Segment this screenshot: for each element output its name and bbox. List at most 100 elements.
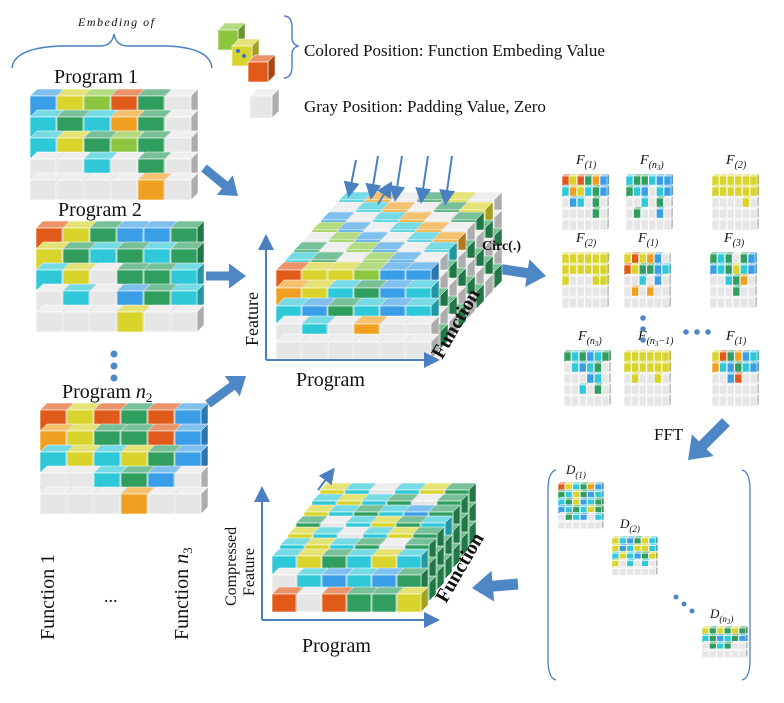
arrow-fft bbox=[688, 418, 730, 460]
f-matrix bbox=[711, 173, 760, 231]
embeding-brace bbox=[11, 33, 213, 69]
top-arrow bbox=[365, 155, 382, 200]
flow-arrows bbox=[201, 164, 730, 602]
compressed-feature-label: Feature bbox=[241, 548, 258, 596]
f-matrix bbox=[561, 251, 610, 309]
legend bbox=[217, 22, 280, 119]
d-block-cell bbox=[648, 565, 659, 577]
d-block-cell bbox=[648, 550, 659, 561]
f-matrix-cell bbox=[661, 382, 672, 396]
legend-dot bbox=[236, 49, 240, 53]
f-matrix-cell bbox=[586, 393, 597, 407]
embeding-of-label: Embeding of bbox=[77, 15, 156, 29]
program-n2-label: Program n2 bbox=[62, 381, 152, 405]
f-matrix-cell bbox=[661, 393, 672, 407]
f-matrix bbox=[623, 251, 672, 309]
f-matrix-cell bbox=[661, 284, 672, 298]
f-matrix bbox=[711, 349, 760, 407]
d-block-label: D(n3) bbox=[709, 606, 733, 626]
f-matrix-cell bbox=[749, 371, 760, 385]
f-matrix-cell bbox=[661, 371, 672, 385]
f-matrix-cell bbox=[601, 349, 612, 363]
f-matrix-cell bbox=[749, 206, 760, 220]
d-block-label: D(1) bbox=[565, 462, 586, 480]
f-matrix-cell bbox=[661, 251, 672, 265]
arrow-to-compressed bbox=[472, 570, 519, 602]
f-matrices: F(1)F(n3)F(2)F(2)F(1)F(3)F(n3)F(n3−1)F(1… bbox=[561, 153, 760, 407]
d-block-cell bbox=[594, 481, 605, 492]
top-arrow bbox=[389, 155, 406, 202]
program-1-cell bbox=[164, 172, 199, 201]
f-matrix-cell bbox=[599, 217, 610, 231]
program-axis-label: Program bbox=[296, 369, 365, 391]
d-block-cell bbox=[594, 496, 605, 507]
f-matrix-cell bbox=[599, 295, 610, 309]
f-matrix-cell bbox=[747, 273, 758, 287]
d-block-cell bbox=[594, 488, 605, 500]
f-matrix-cell bbox=[599, 251, 610, 265]
f-matrix-cell bbox=[663, 217, 674, 231]
d-block-cell bbox=[738, 632, 749, 644]
f-matrix-cell bbox=[661, 349, 672, 363]
f-matrix-cell bbox=[741, 184, 753, 198]
d-block-label: D(2) bbox=[619, 516, 640, 534]
f-matrix-cell bbox=[747, 295, 758, 309]
f-matrix-cell bbox=[749, 349, 760, 363]
f-matrix-cell bbox=[747, 284, 758, 298]
f-matrix-cell bbox=[661, 295, 672, 309]
compressed-tensor bbox=[271, 467, 477, 613]
legend-red-block bbox=[247, 54, 276, 83]
f-matrix-cell bbox=[747, 251, 758, 265]
program-n2-cell bbox=[174, 486, 209, 515]
f-matrix bbox=[623, 349, 672, 407]
f-horizontal-dots bbox=[683, 329, 711, 335]
f-matrix-cell bbox=[601, 360, 612, 374]
program-2-cell bbox=[170, 304, 205, 333]
compressed-cell bbox=[396, 586, 429, 613]
f-matrix-cell bbox=[749, 382, 760, 396]
f-matrix bbox=[625, 173, 674, 231]
f-matrix-cell bbox=[747, 262, 758, 276]
f-matrix-label: F(1) bbox=[637, 231, 659, 249]
legend-dot bbox=[242, 54, 246, 58]
f-matrix-cell bbox=[661, 262, 672, 276]
d-block-cell bbox=[594, 504, 605, 515]
f-matrix-cell bbox=[749, 173, 760, 187]
d-block-cell bbox=[648, 535, 659, 546]
legend-gray-block bbox=[249, 88, 280, 119]
tensor-cube bbox=[275, 191, 503, 360]
top-arrow bbox=[439, 155, 456, 206]
d-block bbox=[611, 535, 659, 577]
arrow-circ bbox=[493, 259, 546, 287]
d-block bbox=[557, 481, 605, 530]
legend-gray-label: Gray Position: Padding Value, Zero bbox=[304, 97, 546, 116]
f-matrix-cell bbox=[749, 393, 760, 407]
compressed-label: Compressed bbox=[223, 527, 240, 606]
f-matrix-cell bbox=[599, 173, 610, 187]
d-diagonal-dots bbox=[673, 594, 695, 614]
depth-axis-arrow bbox=[376, 181, 393, 205]
f-matrix-cell bbox=[661, 273, 672, 287]
tensor-cell bbox=[301, 333, 336, 360]
program-2-matrix bbox=[35, 220, 205, 333]
program-1-label: Program 1 bbox=[54, 66, 138, 88]
top-arrow bbox=[343, 159, 360, 198]
fft-label: FFT bbox=[654, 425, 684, 444]
f-matrix-cell bbox=[599, 262, 610, 276]
f-matrix bbox=[709, 251, 758, 309]
f-matrix-cell bbox=[599, 206, 610, 220]
program-2-label: Program 2 bbox=[58, 199, 142, 221]
compressed-depth-arrow bbox=[317, 467, 335, 491]
f-matrix-cell bbox=[749, 360, 760, 374]
program-1-matrix bbox=[29, 88, 199, 201]
d-block-diagonal: D(1) D(2) D(n3) bbox=[557, 462, 749, 659]
f-matrix-cell bbox=[663, 184, 674, 198]
circ-label: Circ(.) bbox=[482, 239, 521, 254]
f-matrix-label: F(3) bbox=[723, 231, 745, 249]
f-matrix-label: F(2) bbox=[575, 231, 597, 249]
d-block-cell bbox=[648, 542, 659, 554]
f-matrix-cell bbox=[663, 173, 674, 187]
f-matrix-cell bbox=[599, 184, 610, 198]
f-matrix bbox=[563, 349, 612, 407]
